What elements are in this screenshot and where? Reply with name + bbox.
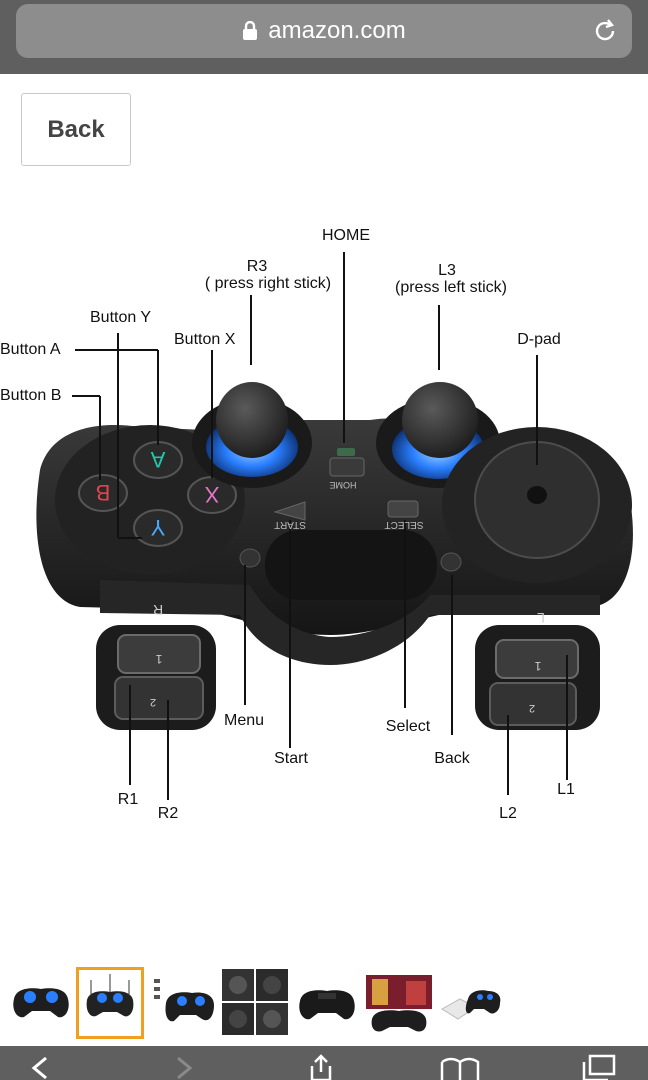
thumb-controller-front[interactable] — [8, 969, 74, 1035]
label-dpad: D-pad — [517, 331, 561, 348]
label-select: Select — [385, 718, 431, 735]
label-r3-desc: ( press right stick) — [204, 275, 332, 292]
face-button-area — [55, 425, 245, 575]
ctrl-r2-mark: 2 — [150, 696, 156, 708]
touchpad — [265, 530, 437, 600]
r1-trigger — [117, 634, 201, 674]
label-l3: L3 — [438, 262, 456, 279]
thumb-controller-parts[interactable] — [222, 969, 288, 1035]
product-diagram-image: HOME START SELECT R L 1 2 1 2 A B X Y HO… — [0, 215, 648, 835]
home-led — [337, 448, 355, 456]
menu-button — [239, 548, 261, 568]
label-menu: Menu — [223, 712, 265, 729]
home-button — [329, 457, 365, 477]
start-button — [273, 501, 306, 521]
tabs-icon[interactable] — [578, 1054, 618, 1080]
thumb-package[interactable] — [438, 969, 504, 1035]
select-button — [387, 500, 419, 518]
label-l2: L2 — [499, 805, 517, 822]
label-r3: R3 — [246, 258, 268, 275]
label-home: HOME — [322, 227, 370, 244]
back-arrow-icon[interactable] — [28, 1054, 52, 1080]
back-button[interactable]: Back — [21, 93, 131, 166]
thumb-controller-back[interactable] — [294, 969, 360, 1035]
label-r1: R1 — [117, 791, 139, 808]
browser-bottom-toolbar — [0, 1046, 648, 1080]
button-b — [78, 474, 128, 512]
bookmarks-icon[interactable] — [440, 1054, 480, 1080]
label-button-b: Button B — [0, 387, 62, 404]
share-icon[interactable] — [306, 1054, 336, 1080]
dpad-center — [527, 486, 547, 504]
package-icon — [441, 990, 501, 1020]
address-content: amazon.com — [16, 4, 632, 58]
ctrl-select-mark: SELECT — [385, 519, 424, 530]
controller-lower-shell — [100, 580, 600, 665]
callout-lines — [72, 252, 568, 800]
game-screen-icon — [366, 975, 432, 1032]
glyph-y: Y — [150, 515, 165, 540]
label-back: Back — [434, 750, 470, 767]
label-l1: L1 — [557, 781, 575, 798]
forward-arrow-icon[interactable] — [172, 1054, 196, 1080]
ctrl-home-mark: HOME — [330, 480, 357, 490]
thumb-game-screen[interactable] — [366, 969, 432, 1035]
label-start: Start — [274, 750, 308, 767]
l2-trigger — [489, 682, 577, 726]
l3-stick — [402, 382, 478, 458]
label-l3-desc: (press left stick) — [394, 279, 508, 296]
controller-icon — [13, 988, 69, 1018]
button-y — [133, 509, 183, 547]
thumb-controller-angle[interactable] — [152, 969, 218, 1035]
glyph-b: B — [96, 480, 111, 505]
ctrl-l-mark: L — [537, 610, 545, 626]
controller-parts-icon — [222, 969, 288, 1035]
ctrl-l1-mark: 1 — [534, 659, 541, 673]
ctrl-l2-mark: 2 — [529, 702, 535, 714]
label-button-a: Button A — [0, 341, 61, 358]
back-button-ctrl — [440, 552, 462, 572]
label-r2: R2 — [157, 805, 179, 822]
lock-icon — [243, 21, 258, 40]
label-button-x: Button X — [174, 331, 236, 348]
glyph-a: A — [150, 447, 165, 472]
reload-icon[interactable] — [592, 18, 618, 44]
controller-diagram-icon — [79, 970, 141, 1036]
controller-drawing: HOME START SELECT R L 1 2 1 2 A B X Y — [36, 252, 633, 800]
label-button-y: Button Y — [90, 309, 152, 326]
controller-back-icon — [299, 990, 355, 1020]
glyph-x: X — [204, 482, 219, 507]
browser-top-bar: amazon.com — [0, 0, 648, 74]
ctrl-r-mark: R — [153, 602, 163, 618]
r2-trigger — [114, 676, 204, 720]
controller-angle-icon — [154, 979, 214, 1022]
thumbnail-strip — [0, 965, 648, 1045]
r3-stick — [216, 382, 288, 458]
address-bar[interactable]: amazon.com — [16, 4, 632, 58]
l1-trigger — [495, 639, 579, 679]
thumb-controller-diagram[interactable] — [76, 967, 144, 1039]
ctrl-r1-mark: 1 — [155, 652, 162, 666]
ctrl-start-mark: START — [274, 519, 306, 530]
url-text: amazon.com — [268, 17, 406, 44]
